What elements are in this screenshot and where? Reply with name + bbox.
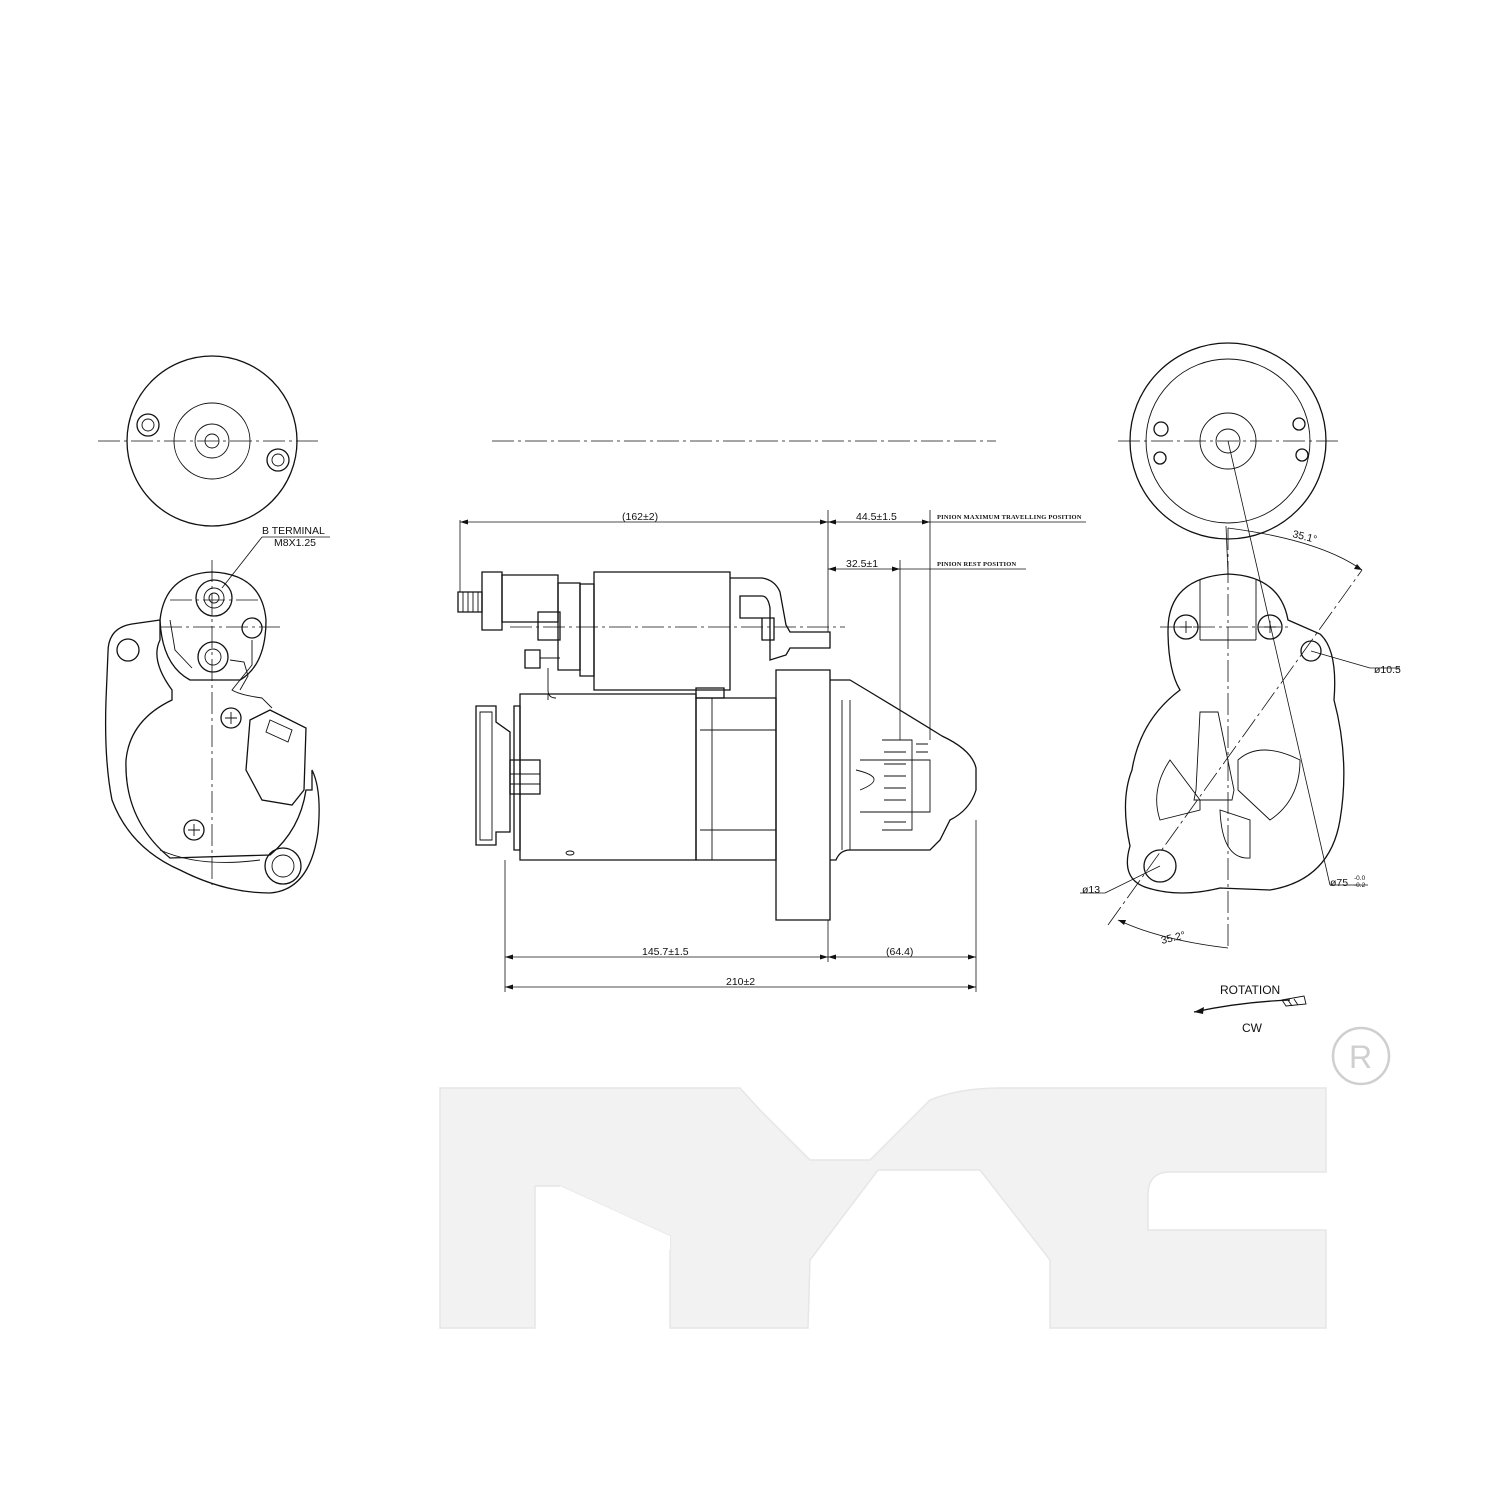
registered-letter: R (1349, 1039, 1372, 1075)
pilot-tol-upper: -0.0 (1354, 875, 1366, 882)
dim-pinion-max: 44.5±1.5 (856, 511, 897, 523)
label-pinion-rest: PINION REST POSITION (937, 561, 1016, 568)
dim-pinion-rest: 32.5±1 (846, 558, 878, 570)
dim-overall-top: (162±2) (622, 511, 658, 523)
angle-top: 35.1° (1291, 528, 1318, 546)
front-view (1080, 342, 1400, 1014)
rotation-direction: CW (1242, 1021, 1263, 1035)
dim-total: 210±2 (726, 976, 755, 988)
rotation-label: ROTATION (1220, 983, 1280, 997)
rear-view (98, 355, 322, 894)
hole-small: ø10.5 (1374, 664, 1401, 676)
terminal-thread: M8X1.25 (274, 537, 316, 549)
dim-nose: (64.4) (886, 946, 913, 958)
angle-bottom: 35.2° (1160, 929, 1187, 947)
dim-body: 145.7±1.5 (642, 946, 689, 958)
tyc-logo (439, 1087, 1327, 1329)
pilot-diameter: ø75 (1330, 877, 1348, 889)
hole-large: ø13 (1082, 884, 1100, 896)
terminal-label: B TERMINAL (262, 525, 325, 537)
registered-trademark-mark: R (1331, 1026, 1391, 1086)
pilot-tol-lower: -0.2 (1354, 882, 1366, 889)
side-view (457, 440, 1086, 992)
label-pinion-max: PINION MAXIMUM TRAVELLING POSITION (937, 514, 1082, 521)
